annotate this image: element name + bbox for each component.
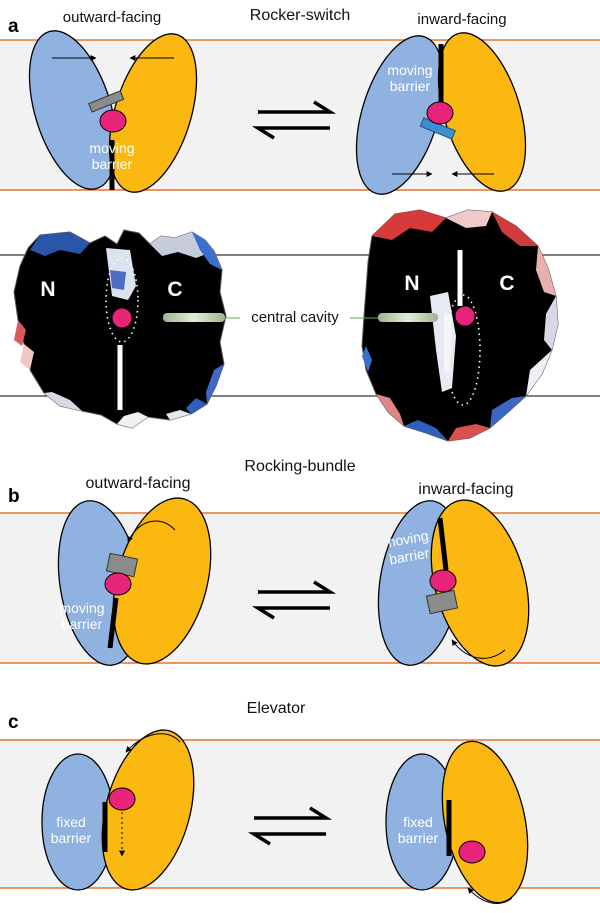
barrier-label-line2: barrier [62, 616, 103, 632]
c-domain-ellipse [101, 729, 195, 891]
substrate-circle [111, 307, 133, 329]
curved-arrow-icon [127, 520, 176, 543]
cavity-label-bg [240, 306, 350, 328]
panel-a-right-state: inward-facing [417, 11, 506, 28]
inward-facing-surface: N C [361, 209, 559, 442]
curved-arrow-icon [467, 887, 513, 904]
gate-gray [425, 589, 459, 615]
surface-structures: N C N C [0, 209, 600, 442]
barrier-bar [107, 597, 119, 649]
outward-facing-surface: N C [13, 229, 227, 429]
panel-b: b Rocking-bundle outward-facing inward-f… [0, 458, 600, 667]
barrier-label-line1: moving [59, 600, 104, 616]
central-cavity-label: central cavity [251, 309, 339, 326]
domain-n-label: N [40, 278, 55, 301]
substrate-circle [108, 787, 136, 811]
barrier-label-line2: barrier [390, 78, 431, 94]
equilibrium-arrows-icon [247, 806, 333, 846]
cavity-pointer-left [163, 313, 225, 322]
barrier-bar [437, 517, 449, 571]
panel-c-title: Elevator [247, 700, 306, 717]
cavity-pointer-right [378, 313, 438, 322]
inward-facing-model: moving barrier [355, 32, 527, 195]
barrier-label-line1: fixed [56, 814, 86, 830]
panel-b-left-state: outward-facing [86, 475, 191, 492]
barrier-label-line1: moving [89, 140, 134, 156]
panel-letter-c: c [8, 712, 19, 733]
substrate-circle [426, 101, 454, 125]
elevator-right-model: fixed barrier [385, 740, 529, 904]
inward-facing-model: moving barrier [377, 499, 530, 667]
outward-facing-model: moving barrier [28, 30, 198, 193]
barrier-label-line2: barrier [388, 545, 431, 568]
substrate-circle [99, 109, 127, 133]
c-domain-ellipse [441, 740, 529, 904]
barrier-label-line1: moving [383, 527, 430, 551]
curved-arrow-icon [125, 733, 181, 753]
equilibrium-arrows-icon [251, 580, 337, 620]
panel-b-right-state: inward-facing [418, 481, 513, 498]
gate-gray [88, 90, 125, 113]
panel-letter-a: a [8, 16, 19, 37]
domain-c-label: C [499, 272, 514, 295]
panel-a-left-state: outward-facing [63, 9, 161, 26]
outward-facing-model: moving barrier [57, 497, 212, 666]
substrate-circle [429, 569, 457, 593]
domain-n-label: N [404, 272, 419, 295]
panel-letter-b: b [8, 486, 20, 507]
barrier-label-line2: barrier [92, 156, 133, 172]
panel-a-title: Rocker-switch [250, 7, 350, 24]
elevator-left-model: fixed barrier [41, 729, 195, 891]
domain-c-label: C [167, 278, 182, 301]
central-cavity-outline [445, 294, 481, 406]
substrate-circle [104, 572, 132, 596]
barrier-label-line1: fixed [403, 814, 433, 830]
barrier-label-line2: barrier [51, 830, 92, 846]
barrier-label-line1: moving [387, 62, 432, 78]
substrate-circle [454, 305, 476, 327]
panel-a: a Rocker-switch outward-facing inward-fa… [0, 7, 600, 195]
barrier-label-line2: barrier [398, 830, 439, 846]
panel-c: c Elevator fixed barrier fixed [0, 700, 600, 904]
equilibrium-arrows-icon [251, 100, 337, 140]
central-cavity-outline [105, 257, 139, 343]
panel-b-title: Rocking-bundle [244, 458, 355, 475]
curved-arrow-icon [451, 639, 506, 659]
substrate-circle [458, 840, 486, 864]
